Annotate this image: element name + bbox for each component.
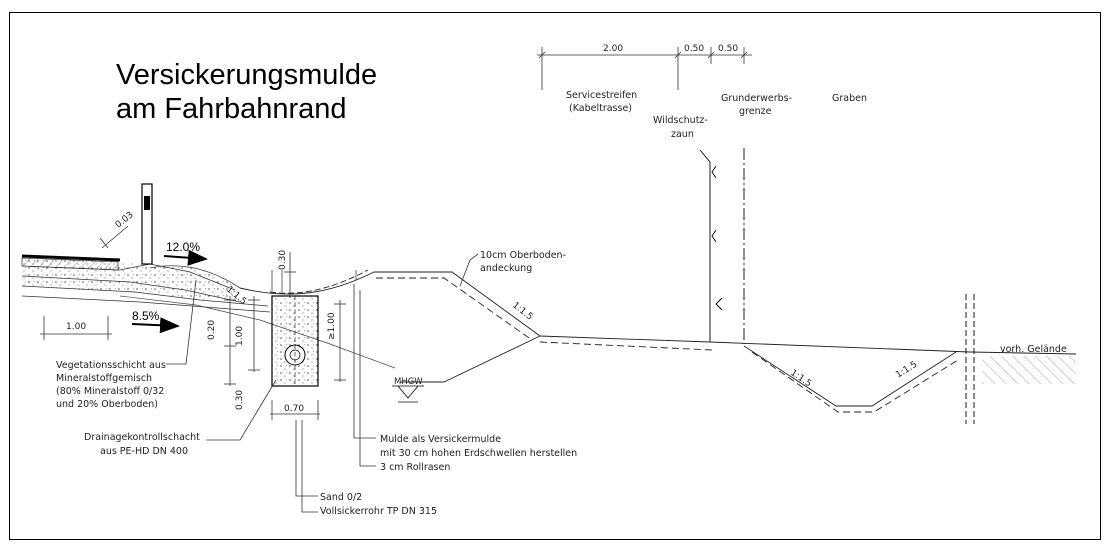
dim-1-00-label: 1.00 bbox=[66, 322, 86, 332]
top-dimension-chain bbox=[537, 47, 752, 90]
label-pipe: Vollsickerrohr TP DN 315 bbox=[320, 506, 437, 517]
label-graben: Graben bbox=[832, 93, 867, 104]
drawing-frame bbox=[9, 12, 1101, 540]
label-mhgw: MHGW bbox=[394, 377, 423, 387]
sill-markers bbox=[271, 270, 357, 292]
dim-003-marker bbox=[99, 225, 129, 249]
label-mulde-1: Mulde als Versickermulde bbox=[380, 434, 501, 445]
slope-label-4: 1:1.5 bbox=[894, 360, 919, 381]
slope-label-1: 1:1.5 bbox=[510, 300, 534, 322]
label-vegetation-4: und 20% Oberboden) bbox=[56, 399, 158, 410]
sand-leader bbox=[295, 420, 318, 497]
title-line-2: am Fahrbahnrand bbox=[116, 93, 347, 125]
label-oberboden-1: 10cm Oberboden- bbox=[480, 250, 566, 261]
dim-trench-0-20: 0.20 bbox=[207, 320, 217, 340]
dim-trench-1-00-right: ≥1.00 bbox=[327, 312, 337, 340]
slope-8-5-percent: 8.5% bbox=[132, 309, 160, 323]
dim-0-50-b: 0.50 bbox=[718, 44, 738, 54]
label-mulde-3: 3 cm Rollrasen bbox=[380, 462, 450, 473]
label-zaun: zaun bbox=[671, 129, 694, 140]
label-grenze: grenze bbox=[739, 106, 772, 117]
delineator-post bbox=[141, 183, 153, 265]
label-grunderwerbs: Grunderwerbs- bbox=[721, 93, 792, 104]
drainage-trench bbox=[271, 295, 319, 387]
label-mulde-2: mit 30 cm hohen Erdschwellen herstellen bbox=[380, 448, 577, 459]
title-line-1: Versickerungsmulde bbox=[116, 59, 378, 91]
rollrasen-leader bbox=[359, 290, 376, 467]
dim-trench-1-00-left: 1.00 bbox=[235, 326, 245, 346]
label-sand: Sand 0/2 bbox=[320, 492, 362, 503]
wildlife-fence bbox=[699, 149, 723, 342]
dim-trench-0-30-bottom: 0.30 bbox=[235, 390, 245, 410]
drainage-leader bbox=[206, 379, 277, 441]
mulde-leader bbox=[353, 284, 376, 439]
dim-trench-0-30-top: 0.30 bbox=[278, 250, 288, 270]
slope-12-percent: 12.0% bbox=[166, 240, 200, 254]
existing-ground bbox=[965, 294, 1076, 424]
diagram-title: Versickerungsmulde am Fahrbahnrand bbox=[116, 58, 377, 126]
label-oberboden-2: andeckung bbox=[480, 263, 532, 274]
dim-0-03: 0.03 bbox=[114, 210, 136, 230]
dim-0-50-a: 0.50 bbox=[684, 44, 704, 54]
vegetation-leader bbox=[166, 279, 197, 365]
slope-8-5-arrow bbox=[131, 317, 180, 334]
label-kabeltrasse: (Kabeltrasse) bbox=[569, 103, 632, 114]
label-vorh-gelaende: vorh. Gelände bbox=[1000, 344, 1067, 355]
swale-profile bbox=[239, 269, 1077, 413]
oberboden-leader bbox=[459, 253, 479, 287]
slope-12-arrow bbox=[163, 249, 208, 266]
label-vegetation-1: Vegetationsschicht aus bbox=[56, 360, 166, 371]
label-drainage-2: aus PE-HD DN 400 bbox=[100, 446, 188, 457]
label-vegetation-2: Mineralstoffgemisch bbox=[56, 373, 152, 384]
label-vegetation-3: (80% Mineralstoff 0/32 bbox=[56, 386, 164, 397]
label-drainage-1: Drainagekontrollschacht bbox=[84, 432, 200, 443]
dim-1-00-left bbox=[40, 316, 112, 340]
dim-2-00: 2.00 bbox=[603, 44, 623, 54]
label-servicestreifen: Servicestreifen bbox=[566, 90, 637, 101]
mhgw-symbol bbox=[392, 385, 424, 403]
pipe-leader bbox=[301, 420, 318, 513]
label-wildschutz: Wildschutz- bbox=[653, 115, 708, 126]
trench-dimensions bbox=[224, 252, 346, 420]
dim-trench-0-70: 0.70 bbox=[284, 404, 304, 414]
road-pavement bbox=[21, 254, 396, 369]
